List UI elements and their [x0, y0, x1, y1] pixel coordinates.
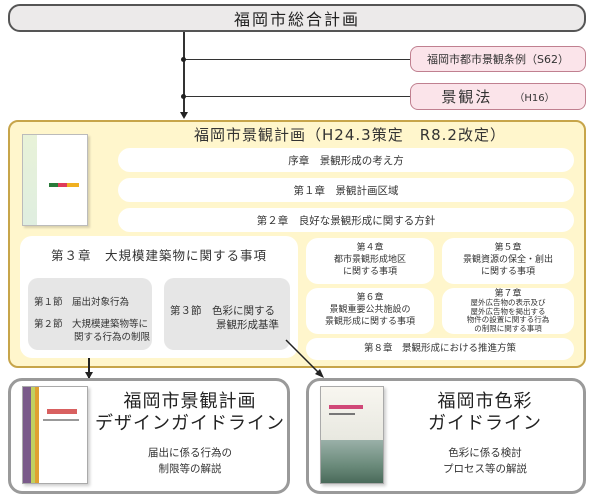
color-guideline-title-line2: ガイドライン: [428, 413, 542, 434]
chapter-7-heading: 第７章: [494, 288, 522, 299]
design-guideline-description: 届出に係る行為の 制限等の解説: [110, 446, 270, 478]
color-guideline-cover-image: [320, 386, 384, 484]
color-guideline-description: 色彩に係る検討 プロセス等の解説: [400, 446, 570, 478]
section-2-label: 第２節 大規模建築物等に: [34, 319, 149, 330]
comprehensive-plan-title: 福岡市総合計画: [233, 10, 360, 29]
chapter-4-heading: 第４章: [356, 243, 384, 254]
design-guideline-desc-line2: 制限等の解説: [158, 463, 222, 475]
section-1-label: 第１節 届出対象行為: [34, 297, 130, 308]
chapter-6-section: 第６章 景観重要公共施設の 景観形成に関する事項: [306, 288, 434, 334]
ordinance-label: 福岡市都市景観条例（S62）: [427, 53, 569, 66]
color-guideline-title: 福岡市色彩 ガイドライン: [390, 390, 580, 436]
section-3-label-cont: 景観形成基準: [216, 319, 279, 331]
chapter-5-section: 第５章 景観資源の保全・創出 に関する事項: [442, 238, 574, 284]
comprehensive-plan-box: 福岡市総合計画: [8, 4, 586, 32]
section-2-label-cont: 関する行為の制限: [74, 332, 151, 343]
landscape-plan-cover-image: [22, 134, 88, 226]
design-guideline-cover-image: [22, 386, 88, 484]
chapter-8-section: 第８章 景観形成における推進方策: [306, 338, 574, 360]
main-connector-line: [183, 32, 185, 112]
chapter-7-line: 屋外広告物を掲出する: [470, 306, 546, 316]
connector-dot: [181, 94, 186, 99]
ordinance-connector-line: [184, 59, 410, 60]
arrow-down-icon: [85, 372, 93, 379]
arrow-down-icon: [180, 112, 188, 119]
chapter-1-section: 第１章 景観計画区域: [118, 178, 574, 202]
chapter-5-heading: 第５章: [494, 243, 522, 254]
chapter-2-section: 第２章 良好な景観形成に関する方針: [118, 208, 574, 232]
color-guideline-desc-line1: 色彩に係る検討: [448, 447, 522, 460]
design-guideline-title-line2: デザインガイドライン: [95, 413, 285, 434]
chapter-7-line: 屋外広告物の表示及び: [470, 297, 546, 307]
arrow-line: [88, 358, 90, 378]
chapter-7-line: 物件の設置に関する行為: [466, 315, 550, 325]
design-guideline-title-line1: 福岡市景観計画: [123, 391, 257, 413]
chapter-5-line: に関する事項: [480, 266, 535, 277]
chapter-6-line: 景観重要公共施設の: [329, 305, 411, 316]
prologue-section: 序章 景観形成の考え方: [118, 148, 574, 172]
design-guideline-title: 福岡市景観計画 デザインガイドライン: [92, 390, 288, 436]
chapter-6-line: 景観形成に関する事項: [324, 316, 415, 327]
chapter-3-section-3: 第３節 色彩に関する 景観形成基準: [164, 278, 290, 350]
design-guideline-desc-line1: 届出に係る行為の: [148, 447, 232, 460]
chapter-4-section: 第４章 都市景観形成地区 に関する事項: [306, 238, 434, 284]
law-year: （H16）: [514, 93, 555, 104]
color-guideline-desc-line2: プロセス等の解説: [443, 463, 527, 475]
chapter-3-sections-1-2: 第１節 届出対象行為 第２節 大規模建築物等に 関する行為の制限: [28, 278, 152, 350]
law-label: 景観法: [441, 88, 493, 106]
chapter-4-line: に関する事項: [342, 266, 397, 277]
chapter-7-line: の制限に関する事項: [474, 323, 542, 333]
chapter-3-title: 第３章 大規模建築物に関する事項: [50, 247, 267, 263]
chapter-6-heading: 第６章: [356, 293, 384, 304]
landscape-plan-title: 福岡市景観計画（H24.3策定 R8.2改定）: [194, 125, 506, 144]
urban-landscape-ordinance-box: 福岡市都市景観条例（S62）: [410, 46, 586, 72]
chapter-7-section: 第７章 屋外広告物の表示及び 屋外広告物を掲出する 物件の設置に関する行為 の制…: [442, 288, 574, 334]
chapter-4-line: 都市景観形成地区: [333, 255, 406, 266]
connector-dot: [181, 57, 186, 62]
law-connector-line: [184, 96, 410, 97]
color-guideline-title-line1: 福岡市色彩: [437, 391, 533, 413]
chapter-5-line: 景観資源の保全・創出: [462, 255, 553, 266]
landscape-law-box: 景観法 （H16）: [410, 83, 586, 110]
section-3-label: 第３節 色彩に関する: [170, 305, 275, 317]
arrow-diagonal-icon: [285, 339, 324, 378]
